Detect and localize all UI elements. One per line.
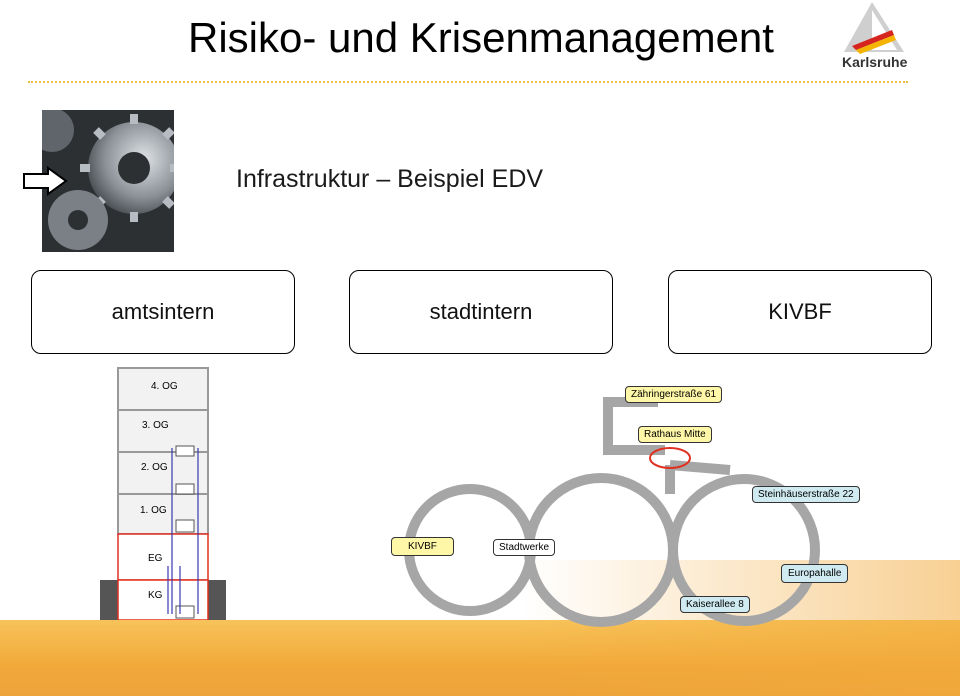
node-rathaus-mitte: Rathaus Mitte <box>638 426 712 443</box>
floor-label-2og: 2. OG <box>141 462 168 473</box>
footer-gradient <box>520 560 960 696</box>
box-kivbf: KIVBF <box>668 270 932 354</box>
box-amtsintern: amtsintern <box>31 270 295 354</box>
node-stadtwerke: Stadtwerke <box>493 539 556 556</box>
gears-image <box>42 110 174 252</box>
node-kivbf: KIVBF <box>391 537 454 556</box>
page-title: Risiko- und Krisenmanagement <box>188 14 774 61</box>
gear-small-hub <box>68 210 88 230</box>
header-divider <box>28 81 908 83</box>
node-kaiserallee: Kaiserallee 8 <box>680 596 750 613</box>
box-stadtintern: stadtintern <box>349 270 613 354</box>
building-eg <box>117 533 209 581</box>
floor-label-kg: KG <box>148 590 163 601</box>
cable-lines <box>167 448 199 614</box>
gear-large-hub <box>118 152 150 184</box>
logo-text: Karlsruhe <box>842 54 908 70</box>
floor-label-4og: 4. OG <box>151 381 178 392</box>
floor-label-3og: 3. OG <box>142 420 169 431</box>
node-zaehringerstrasse: Zähringerstraße 61 <box>625 386 723 403</box>
network-diagram <box>404 397 820 627</box>
floor-label-eg: EG <box>148 553 163 564</box>
node-europahalle: Europahalle <box>781 564 849 583</box>
pointer-arrow-icon <box>23 166 68 196</box>
subtitle: Infrastruktur – Beispiel EDV <box>236 165 544 193</box>
gear-corner <box>42 110 74 152</box>
logo-stripe-yellow <box>856 35 896 54</box>
karlsruhe-logo <box>844 2 904 54</box>
logo-stripe-red <box>852 30 894 50</box>
gear-large-teeth <box>80 114 174 222</box>
rathaus-highlight <box>649 447 691 469</box>
floor-label-1og: 1. OG <box>140 505 167 516</box>
node-steinhaeuserstrasse: Steinhäuserstraße 22 <box>752 486 860 503</box>
building-diagram <box>100 367 226 621</box>
ring-right <box>668 474 820 626</box>
